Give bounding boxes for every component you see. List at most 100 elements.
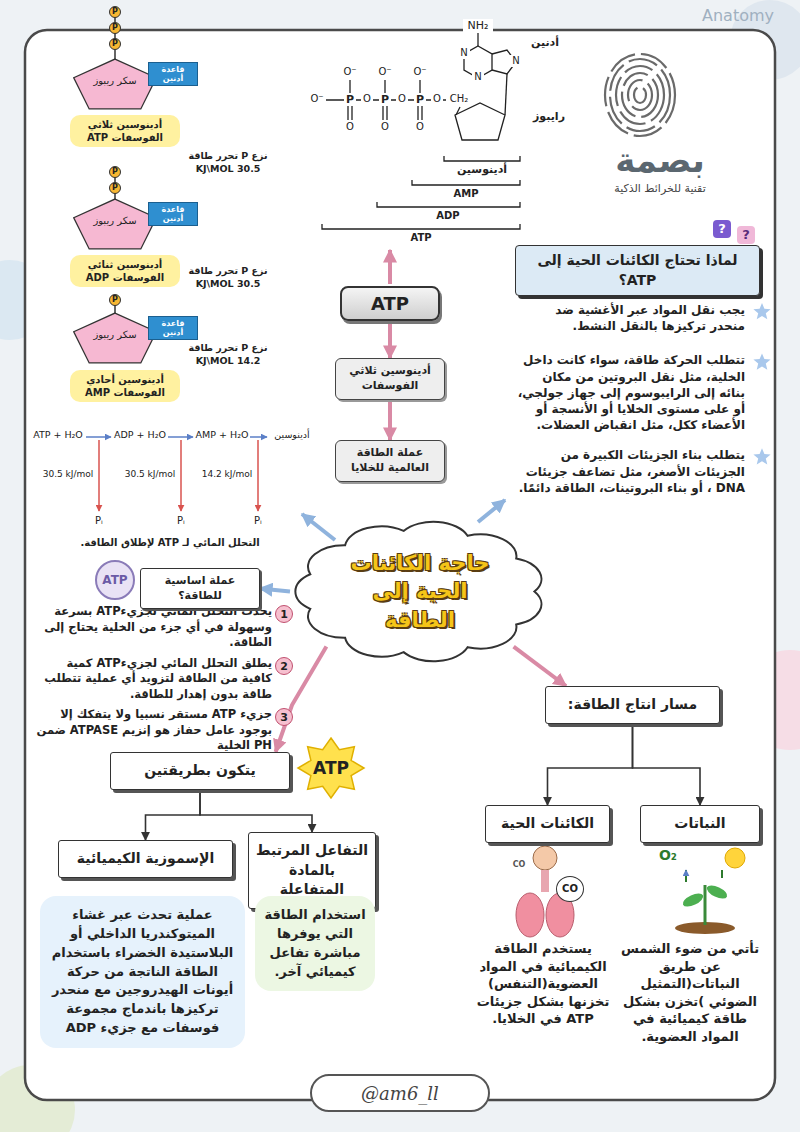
branch-box: عملة اساسية للطاقة؟ — [140, 568, 260, 609]
atp-structure — [322, 33, 520, 229]
hydrolysis-arrows — [86, 436, 111, 438]
atom-label: O⁻ — [376, 66, 394, 78]
hydrolysis-arrows — [180, 440, 182, 511]
adenine-tag: قاعدة أدنين — [148, 316, 198, 340]
hydrolysis-arrows — [257, 440, 259, 511]
name-box: عملة الطاقة العالمية للخلايا — [335, 440, 445, 482]
gas-label: O₂ — [654, 846, 682, 865]
node-text: @am6_ll — [361, 1083, 439, 1104]
node-text: سكر ريبوز — [88, 215, 142, 227]
energy-note: نزع P تحرر طاقة 14.2 KJ\MOL — [185, 342, 271, 368]
branch-box: الإسموزية الكيميائية — [58, 840, 233, 878]
atp-structure — [419, 80, 420, 93]
plant-figure — [675, 848, 745, 934]
atp-structure — [386, 106, 387, 120]
fingerprint-logo — [622, 73, 658, 117]
energy-value: 30.5 kJ/mol — [40, 468, 96, 480]
connector-arrow — [514, 647, 566, 686]
lungs-figure — [516, 893, 544, 937]
atom-label: O⁻ — [411, 66, 429, 78]
node-text: الإسموزية الكيميائية — [65, 849, 226, 869]
pointer-arrow — [388, 250, 392, 284]
node-text: ATP — [313, 758, 349, 778]
atom-label: P — [344, 93, 356, 106]
plant-figure — [681, 891, 705, 909]
branch-box: مسار انتاج الطاقة: — [545, 686, 720, 724]
ribose-pentagon: سكر ريبوز — [72, 58, 158, 110]
phosphate-circle: P — [109, 22, 121, 34]
phosphate-circle: P — [109, 182, 121, 194]
plant-figure — [685, 870, 687, 882]
atp-structure — [444, 156, 520, 161]
node-text: P — [110, 7, 120, 17]
node-text: قاعدة أدنين — [151, 65, 195, 83]
node-text: النباتات — [647, 814, 753, 834]
atom-label: CH₂ — [446, 93, 472, 105]
atp-structure — [421, 106, 422, 120]
node-text: أدينوسين ثلاثي الفوسفات — [340, 364, 440, 394]
point-text: جزيء ATP مستقر نسبيا ولا يتفكك إلا بوجود… — [34, 707, 272, 754]
pentagon-outline — [74, 59, 157, 109]
part-name: ADP — [428, 209, 468, 223]
name-tag: أدينوسين ثنائي الفوسفات ADP — [70, 255, 180, 287]
ribose-pentagon: سكر ريبوز — [72, 198, 158, 250]
fingerprint-logo — [634, 87, 646, 103]
node-text: عملية تحدث عبر غشاء الميتوكندريا الداخلي… — [50, 906, 235, 1038]
fingerprint-logo — [628, 80, 652, 110]
connector-arrow — [260, 588, 290, 591]
gas-label: CO — [508, 860, 530, 871]
atom-label: O — [361, 93, 373, 105]
fingerprint-logo — [610, 59, 670, 131]
atom-label: O — [414, 121, 426, 133]
node-text: أدينوسين أحادي الفوسفات AMP — [74, 373, 176, 399]
energy-note: نزع P تحرر طاقة 30.5 KJ\MOL — [185, 265, 271, 291]
atp-structure — [349, 80, 350, 93]
caption-note: التحلل المائي لـ ATP لإطلاق الطاقة. — [60, 536, 280, 550]
plant-figure — [705, 883, 729, 901]
reaction-term: ADP + H₂O — [111, 429, 169, 442]
connector-arrow — [146, 790, 201, 840]
atom-label: N — [458, 47, 470, 59]
atom-label: O — [379, 121, 391, 133]
pointer-arrow — [302, 514, 335, 540]
node-text: سكر ريبوز — [88, 329, 142, 341]
question-icon: ? — [713, 220, 731, 238]
pentagon-outline — [74, 199, 157, 249]
bullet-star — [753, 303, 770, 465]
atp-structure — [417, 106, 418, 120]
atp-box: ATP — [340, 286, 440, 321]
node-text: P — [110, 183, 120, 193]
connector-arrow — [388, 321, 392, 358]
lungs-figure — [541, 870, 549, 892]
name-tag: أدينوسين أحادي الفوسفات AMP — [70, 370, 180, 402]
atp-structure — [322, 224, 520, 229]
part-name: رايبوز — [525, 110, 573, 123]
node-text: ATP — [102, 573, 127, 587]
atp-structure — [505, 74, 507, 115]
point-text: يطلق التحلل المائي لجزيءATP كمية كافية م… — [34, 656, 272, 703]
node-text: عملة الطاقة العالمية للخلايا — [340, 446, 440, 476]
fingerprint-logo — [605, 54, 675, 136]
node-text: أدينوسين ثنائي الفوسفات ADP — [74, 258, 176, 284]
node-text: الكائنات الحية — [492, 814, 603, 834]
plant-figure — [704, 885, 707, 925]
bullet-star — [753, 353, 770, 369]
branch-box: الكائنات الحية — [485, 805, 610, 843]
path-text: يستخدم الطاقة الكيميائية في المواد العضو… — [471, 940, 616, 1028]
node-text: التفاعل المرتبط بالمادة المتفاعلة — [255, 841, 369, 900]
fingerprint-logo — [605, 54, 675, 136]
hydrolysis-arrows — [168, 436, 193, 438]
branch-box: النباتات — [640, 805, 760, 843]
atp-badge: ATP — [95, 560, 135, 600]
atp-structure — [382, 106, 383, 120]
node-text: P — [110, 23, 120, 33]
point-text: يحدث التحلل المائي لجزيءATP بسرعة وسهولة… — [34, 604, 272, 651]
bullet-star — [753, 448, 770, 464]
bullet-text: يجب نقل المواد عبر الأغشية ضد منحدر تركي… — [517, 302, 745, 334]
atp-structure — [347, 106, 348, 120]
phosphate-circle: P — [109, 166, 121, 178]
node-text: يتكون بطريقتين — [117, 761, 283, 781]
atom-label: O⁻ — [341, 66, 359, 78]
